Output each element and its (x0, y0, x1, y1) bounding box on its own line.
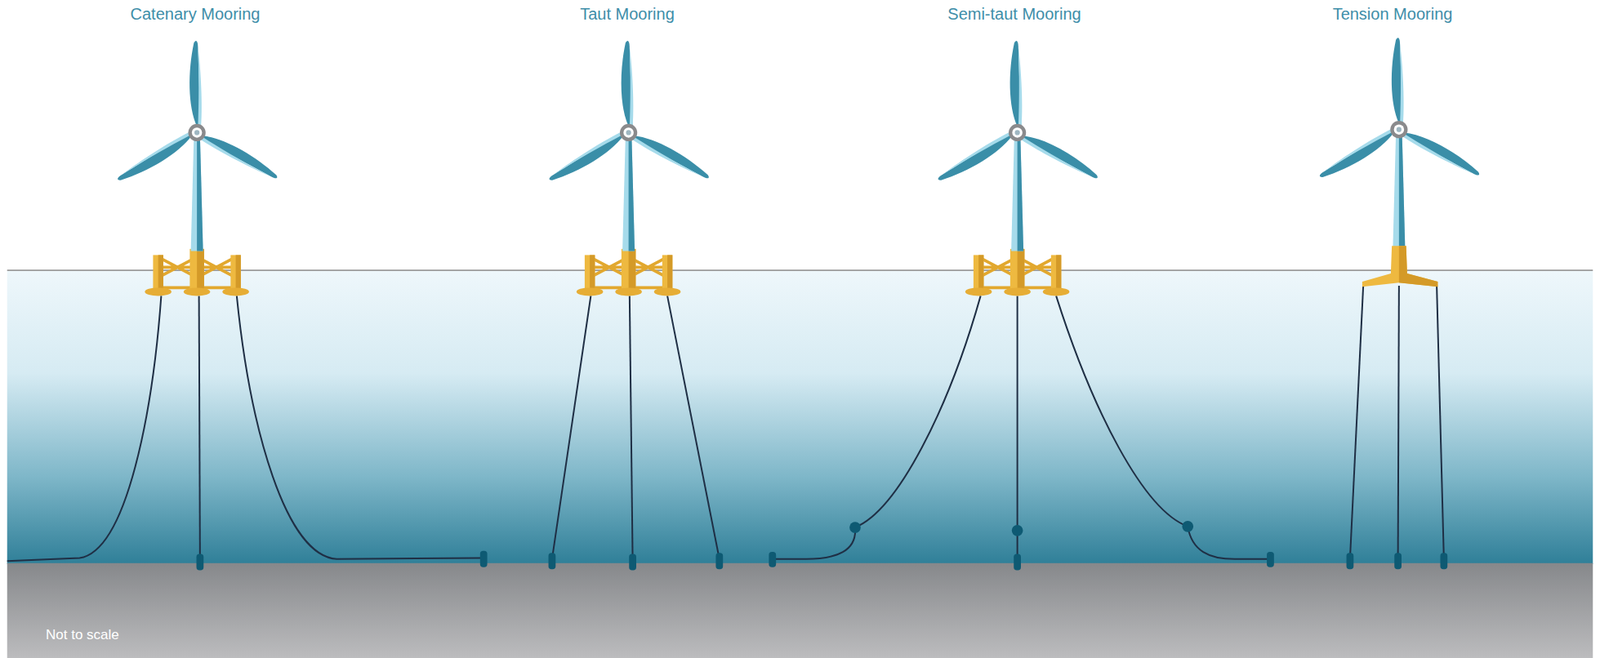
mooring-title: Taut Mooring (579, 4, 675, 24)
mooring-title: Catenary Mooring (130, 4, 261, 24)
mooring-title: Semi-taut Mooring (947, 4, 1081, 24)
mooring-title: Tension Mooring (1332, 4, 1453, 24)
scale-note: Not to scale (45, 627, 120, 644)
